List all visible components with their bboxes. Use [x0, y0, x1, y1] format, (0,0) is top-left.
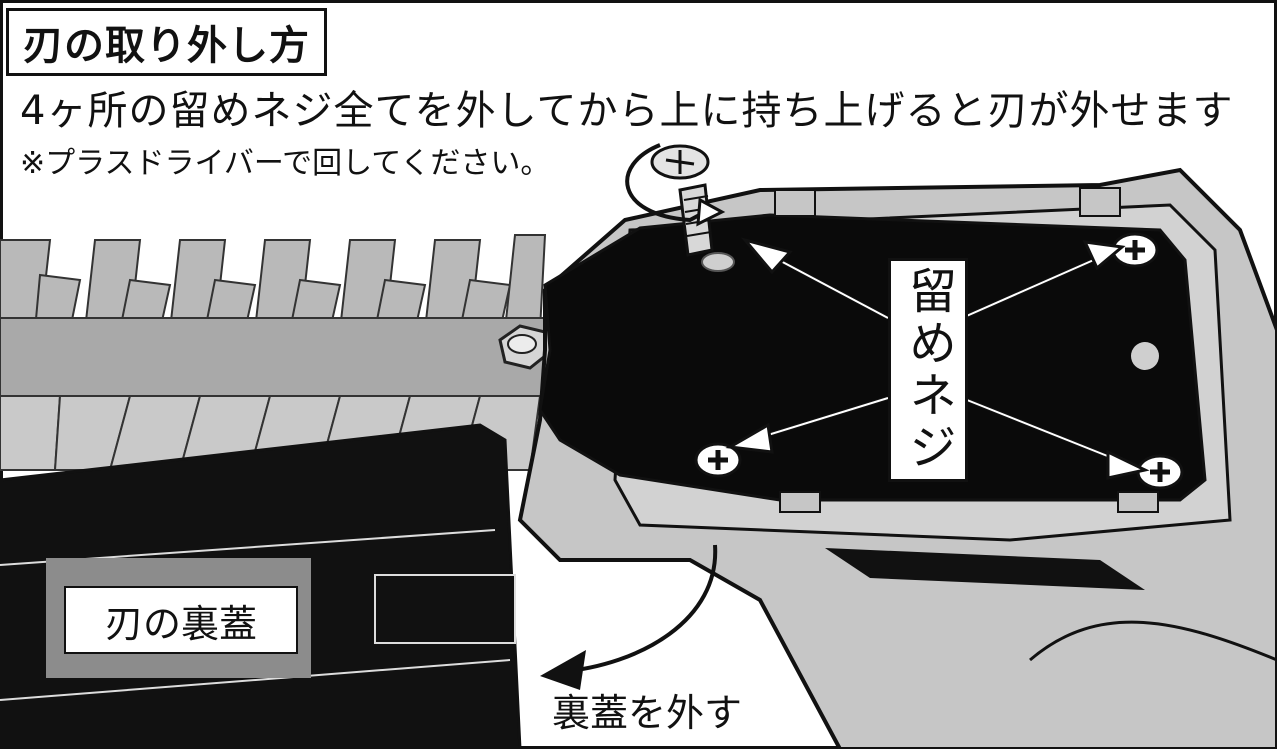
blade-teeth-top	[0, 234, 547, 331]
removal-arrowhead	[540, 650, 586, 690]
back-cover-label: 刃の裏蓋	[64, 586, 298, 654]
grip-contour	[1029, 620, 1277, 662]
screws-label: 留めネジ	[888, 258, 968, 482]
screw-bottom-right	[1136, 454, 1184, 490]
screw-bottom-left	[694, 442, 742, 478]
screw-hole-top-left	[701, 252, 735, 272]
blade-bar	[0, 317, 561, 397]
rotation-arrow	[625, 143, 706, 223]
plate-tabs	[774, 187, 1159, 513]
note-text: ※プラスドライバーで回してください。	[20, 146, 551, 181]
cover-line-bottom	[0, 659, 511, 701]
instruction-text: 4ヶ所の留めネジ全てを外してから上に持ち上げると刃が外せます	[20, 88, 1234, 134]
removal-arrow	[559, 544, 718, 674]
page-title: 刃の取り外し方	[6, 8, 327, 76]
rotation-arrowhead	[696, 197, 726, 227]
remove-cover-label: 裏蓋を外す	[552, 691, 743, 735]
mounting-hole-right	[1131, 342, 1159, 370]
screw-top-right	[1111, 232, 1159, 268]
cover-clip	[374, 574, 516, 644]
side-slot	[825, 548, 1145, 590]
pointer-arrowheads	[725, 237, 1150, 480]
hex-nut	[498, 324, 552, 370]
